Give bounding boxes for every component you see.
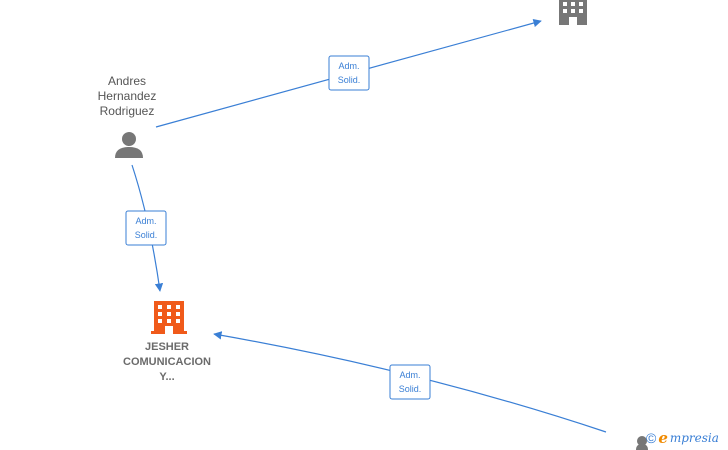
person-icon[interactable] — [115, 132, 143, 158]
svg-text:Solid.: Solid. — [338, 75, 361, 85]
svg-text:Adm.: Adm. — [399, 370, 420, 380]
svg-text:Adm.: Adm. — [135, 216, 156, 226]
copyright-symbol: © — [646, 430, 657, 446]
company-name-label[interactable]: JESHER COMUNICACION Y... — [123, 341, 211, 383]
brand-initial: e — [658, 429, 668, 447]
edge-label-top[interactable]: Adm. Solid. — [328, 55, 370, 91]
building-icon-top-company[interactable] — [559, 0, 587, 25]
edge-label-left[interactable]: Adm. Solid. — [125, 210, 167, 246]
person-icon-corner[interactable] — [636, 436, 648, 450]
person-name-label[interactable]: Andres Hernandez Rodriguez — [97, 74, 157, 118]
building-icon-main-company[interactable] — [151, 301, 187, 334]
edge-label-bottom[interactable]: Adm. Solid. — [389, 364, 431, 400]
brand-name: mpresia — [669, 431, 719, 445]
svg-text:Solid.: Solid. — [135, 230, 158, 240]
svg-text:Adm.: Adm. — [338, 61, 359, 71]
svg-text:Solid.: Solid. — [399, 384, 422, 394]
